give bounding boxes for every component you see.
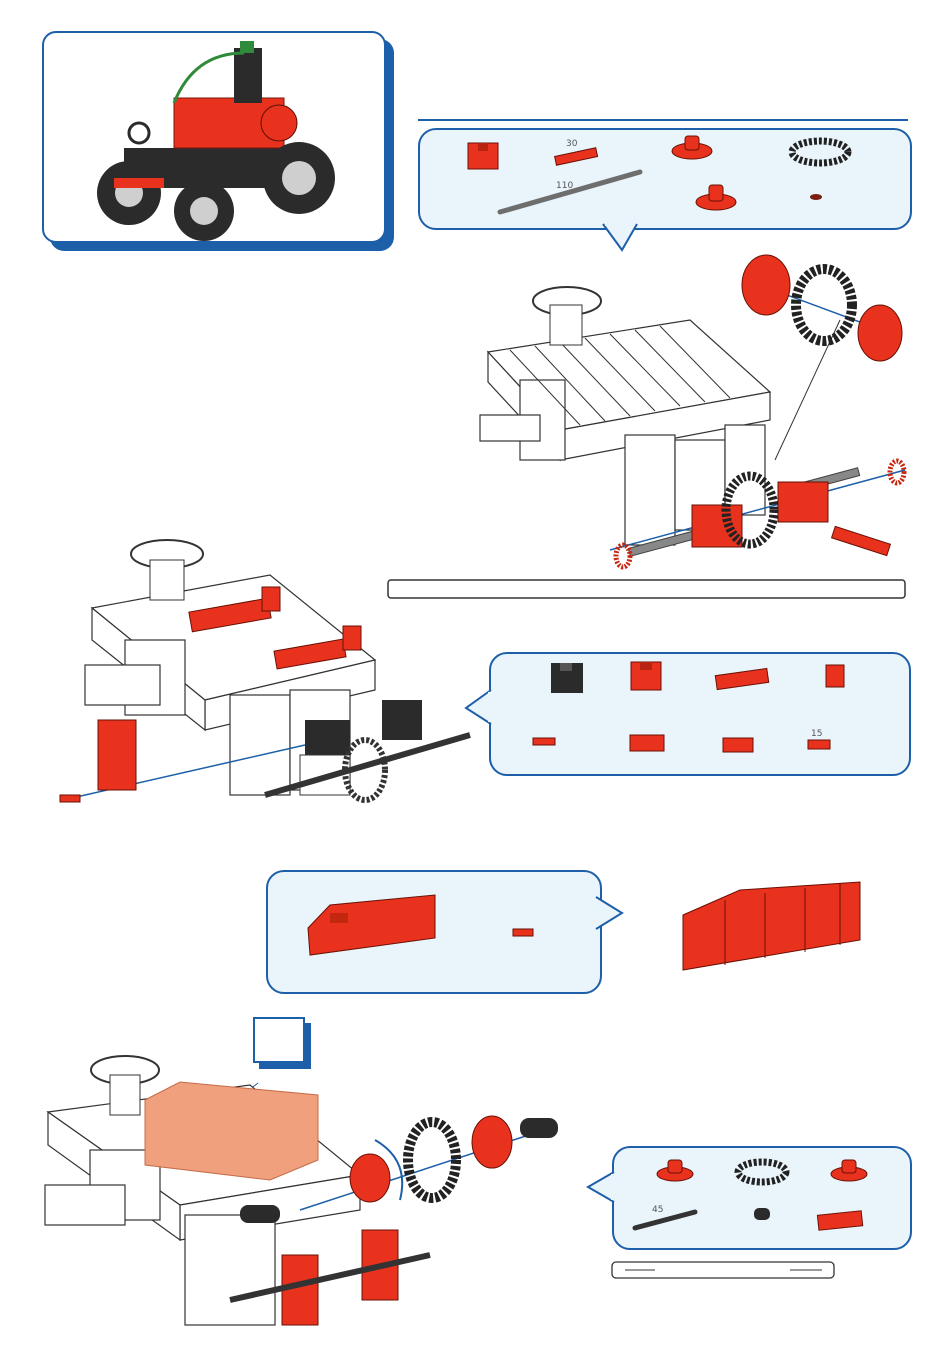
parts-bubble-3 [266, 870, 602, 994]
tractor-model-image [44, 33, 384, 241]
model-preview-frame [42, 31, 386, 243]
parts-bubble-2 [489, 652, 911, 776]
parts-bubble-1 [418, 128, 912, 230]
step-callout-box [253, 1017, 305, 1063]
scale-bar [612, 1262, 834, 1278]
motor-assembled-image [683, 882, 860, 970]
parts-bubble-4 [612, 1146, 912, 1250]
section-divider [418, 119, 908, 121]
